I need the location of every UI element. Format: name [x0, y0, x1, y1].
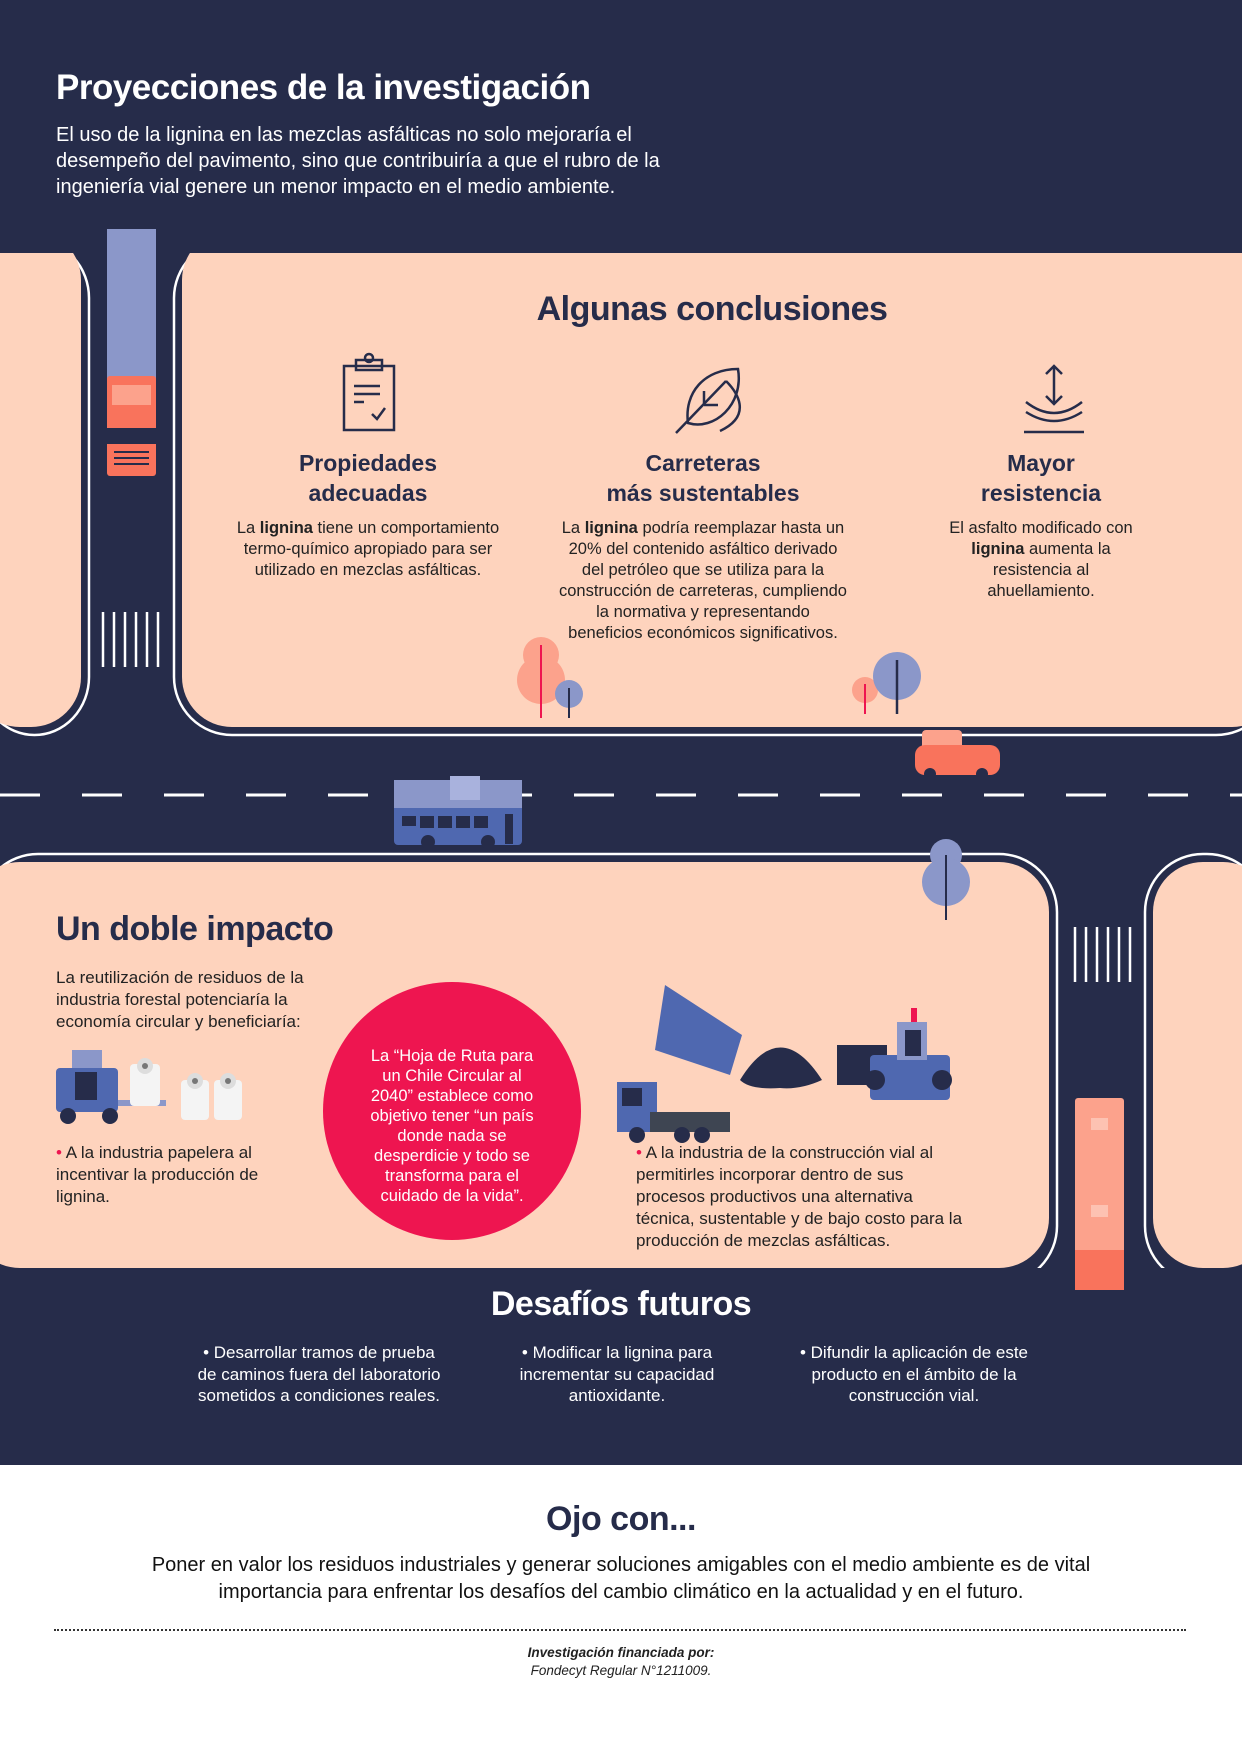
- dump-truck-icon: [617, 985, 822, 1143]
- leaf-icon: [675, 367, 741, 434]
- resistance-arrow-icon: [1024, 364, 1084, 434]
- quote-circle: La “Hoja de Ruta para un Chile Circular …: [323, 982, 581, 1240]
- future-item: • Desarrollar tramos de prueba de camino…: [197, 1343, 441, 1405]
- crosswalk-right: [1073, 927, 1132, 982]
- forklift-icon: [56, 1050, 242, 1124]
- car-icon: [915, 730, 1000, 780]
- footer: Investigación financiada por: Fondecyt R…: [527, 1645, 715, 1678]
- impact-intro: La reutilización de residuos de la indus…: [56, 968, 304, 1031]
- impact-title: Un doble impacto: [56, 910, 334, 948]
- impact-paper: • A la industria papelera al incentivar …: [56, 1143, 259, 1206]
- bus-vertical-icon: [1075, 1098, 1124, 1290]
- truck-icon: [107, 229, 156, 476]
- clipboard-check-icon: [342, 352, 396, 432]
- conclusions-title: Algunas conclusiones: [536, 290, 888, 328]
- future-item: • Modificar la lignina para incrementar …: [519, 1343, 715, 1405]
- future-title: Desafíos futuros: [490, 1285, 752, 1323]
- impact-road: • A la industria de la construcción vial…: [636, 1143, 963, 1250]
- page-title: Proyecciones de la investigación: [56, 68, 591, 107]
- tree-icon: [517, 637, 970, 920]
- intro-text: El uso de la lignina en las mezclas asfá…: [56, 124, 660, 198]
- dotted-divider: [54, 1629, 1186, 1631]
- bus-icon: [394, 776, 522, 849]
- ojo-text: Poner en valor los residuos industriales…: [151, 1554, 1091, 1603]
- ojo-title: Ojo con...: [546, 1500, 696, 1538]
- road-roller-icon: [837, 1008, 952, 1100]
- future-item: • Difundir la aplicación de este product…: [799, 1343, 1029, 1405]
- crosswalk-left: [101, 612, 160, 667]
